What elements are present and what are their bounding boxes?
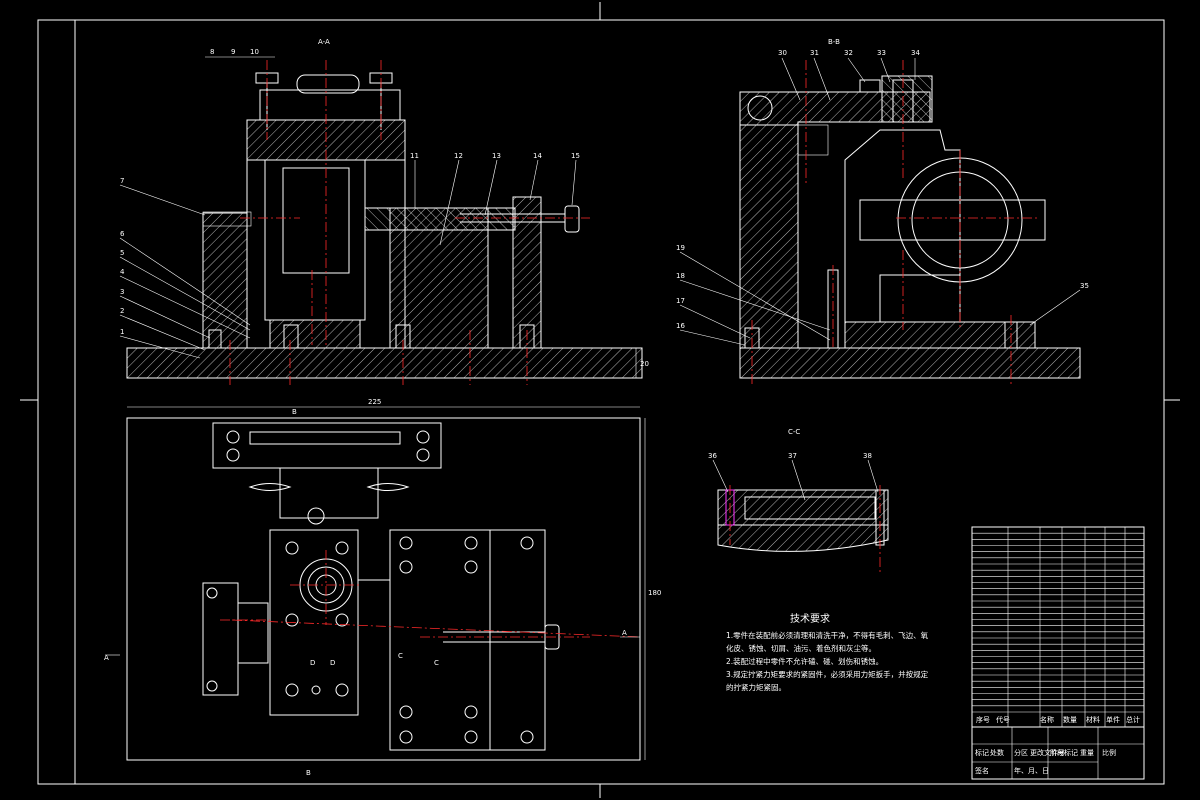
tech-line-3: 2.装配过程中零件不允许磕、碰、划伤和锈蚀。	[726, 656, 883, 666]
marker-b-bottom: B	[306, 769, 311, 777]
label-34: 34	[911, 49, 920, 57]
label-37: 37	[788, 452, 797, 460]
tech-line-2: 化皮、锈蚀、切屑、油污、着色剂和灰尘等。	[726, 643, 876, 653]
label-14: 14	[533, 152, 542, 160]
marker-a-right: A	[622, 629, 627, 637]
tb-header-qty: 数量	[1063, 715, 1077, 724]
plan-height-dim: 180	[648, 589, 661, 597]
plan-view: 225 180	[104, 398, 661, 777]
marker-a-left: A	[104, 654, 109, 662]
tb-bottom-mark: 标记	[975, 748, 989, 757]
label-2: 2	[120, 307, 124, 315]
marker-c-left: C	[398, 652, 403, 660]
marker-c-right: C	[434, 659, 439, 667]
label-16: 16	[676, 322, 685, 330]
label-11: 11	[410, 152, 419, 160]
label-30: 30	[778, 49, 787, 57]
technical-requirements: 技术要求 1.零件在装配前必须清理和清洗干净，不得有毛刺、飞边、氧 化皮、锈蚀、…	[726, 612, 929, 692]
label-9: 9	[231, 48, 235, 56]
label-7: 7	[120, 177, 124, 185]
label-35: 35	[1080, 282, 1089, 290]
tb-bottom-change: 更改文件号	[1030, 748, 1065, 757]
label-17: 17	[676, 297, 685, 305]
section-aa-title: A-A	[318, 38, 330, 46]
label-36: 36	[708, 452, 717, 460]
label-dim-20: 20	[640, 360, 649, 368]
label-8: 8	[210, 48, 214, 56]
section-bb-title: B-B	[828, 38, 840, 46]
tech-line-5: 的拧紧力矩紧固。	[726, 682, 786, 692]
tb-bottom-weight: 重量	[1080, 749, 1094, 757]
label-4: 4	[120, 268, 125, 276]
tech-line-4: 3.规定拧紧力矩要求的紧固件，必须采用力矩扳手，并按规定	[726, 669, 929, 679]
section-aa-view: A-A	[119, 38, 649, 385]
label-1: 1	[120, 328, 124, 336]
label-33: 33	[877, 49, 886, 57]
label-13: 13	[492, 152, 501, 160]
label-3: 3	[120, 288, 124, 296]
label-18: 18	[676, 272, 685, 280]
tb-bottom-stage: 阶段标记	[1050, 748, 1078, 757]
tb-header-total: 总计	[1126, 715, 1140, 724]
label-15: 15	[571, 152, 580, 160]
marker-b-top: B	[292, 408, 297, 416]
title-block: 序号 代号 名称 数量 材料 单件 总计 标记 处数 分区 更改文件号 签名 年…	[971, 526, 1145, 780]
tb-bottom-zone: 分区	[1014, 748, 1028, 757]
tb-bottom-count: 处数	[990, 748, 1004, 757]
tech-line-1: 1.零件在装配前必须清理和清洗干净，不得有毛刺、飞边、氧	[726, 630, 929, 640]
label-10: 10	[250, 48, 259, 56]
section-cc-title: C-C	[788, 428, 800, 436]
marker-d-right: D	[330, 659, 335, 667]
marker-d-left: D	[310, 659, 315, 667]
tb-header-code: 代号	[996, 715, 1010, 724]
sheet-border	[20, 2, 1180, 798]
tb-bottom-scale: 比例	[1102, 748, 1116, 757]
label-12: 12	[454, 152, 463, 160]
tb-header-name: 名称	[1040, 715, 1054, 724]
tb-header-material: 材料	[1086, 715, 1100, 724]
label-32: 32	[844, 49, 853, 57]
plan-width-dim: 225	[368, 398, 381, 406]
label-31: 31	[810, 49, 819, 57]
label-6: 6	[120, 230, 125, 238]
label-19: 19	[676, 244, 685, 252]
tb-header-index: 序号	[976, 715, 990, 724]
label-38: 38	[863, 452, 872, 460]
tb-bottom-sign: 签名	[975, 766, 989, 775]
section-bb-view: B-B	[676, 38, 1089, 385]
section-cc-view: C-C 36 37 38	[708, 428, 889, 575]
tech-title: 技术要求	[790, 612, 830, 625]
label-5: 5	[120, 249, 124, 257]
tb-header-unit: 单件	[1106, 715, 1120, 724]
tb-bottom-date: 年、月、日	[1014, 766, 1049, 775]
